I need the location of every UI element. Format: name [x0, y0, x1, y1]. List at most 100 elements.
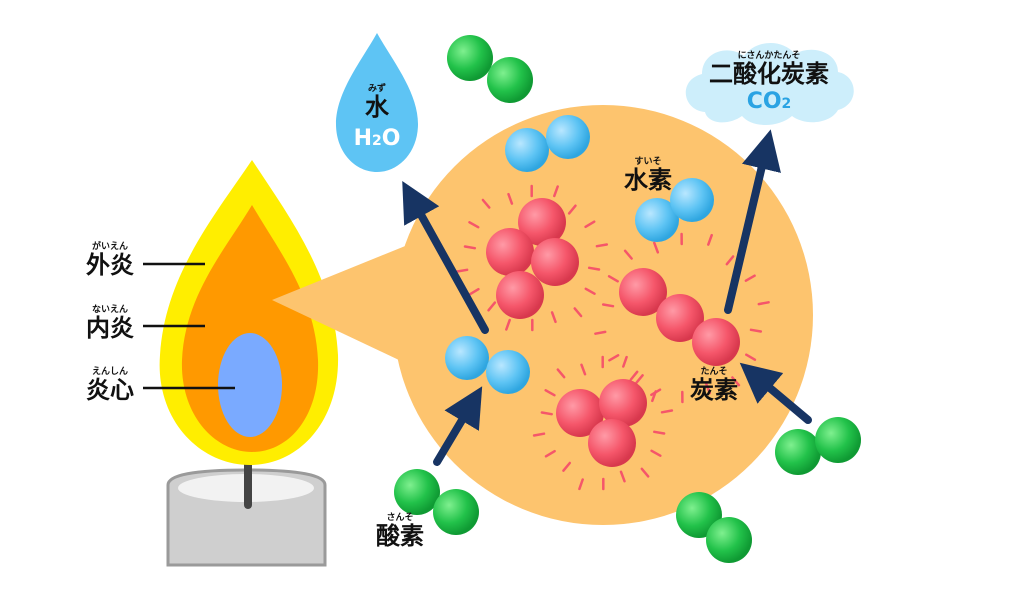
spark-dash [463, 245, 477, 250]
hydrogen-atom [445, 336, 489, 380]
spark-dash [550, 311, 557, 324]
carbon-atom [486, 228, 534, 276]
hydrogen-label: 水素 [624, 166, 672, 194]
co2-label: 二酸化炭素 [709, 60, 829, 88]
spark-dash [595, 243, 609, 248]
hydrogen-ruby: すいそ [634, 156, 661, 167]
spark-dash [650, 388, 662, 397]
hydrogen-atom [486, 350, 530, 394]
zoom-callout [272, 105, 813, 525]
carbon-atom [599, 379, 647, 427]
carbon-atom [656, 294, 704, 342]
co2-formula: CO2 [747, 89, 792, 114]
callout-pointer [272, 240, 420, 370]
hydrogen-molecule-bottom [445, 336, 530, 394]
hydrogen-molecule-top [505, 115, 590, 172]
oxygen-atom [487, 57, 533, 103]
spark-dash [629, 370, 639, 381]
hydrogen-atom [546, 115, 590, 159]
arrow-to-water [402, 181, 489, 334]
co2-ruby: にさんかたんそ [738, 50, 801, 61]
carbon-atom [518, 198, 566, 246]
spark-dash [567, 204, 577, 215]
oxygen-atom [447, 35, 493, 81]
carbon-cluster-top [486, 198, 579, 319]
spark-dash [580, 363, 587, 376]
spark-dash [556, 368, 566, 379]
oxygen-label: 酸素 [376, 522, 424, 550]
co2-cloud: にさんかたんそ 二酸化炭素 CO2 [685, 42, 854, 125]
carbon-cluster-bottom [556, 379, 647, 467]
spark-dash [578, 478, 584, 491]
oxygen-atom [433, 489, 479, 535]
water-drop-shape [336, 33, 418, 172]
spark-dash [650, 449, 662, 457]
spark-dash [584, 220, 596, 229]
ruby-outer: がいえん [92, 240, 128, 252]
spark-dash [707, 233, 713, 246]
spark-dash [553, 185, 559, 198]
flame-core [218, 333, 282, 437]
spark-dash [573, 307, 583, 318]
spark-dash [623, 249, 633, 260]
carbon-label: 炭素 [690, 376, 738, 404]
hydrogen-atom [635, 198, 679, 242]
oxygen-atom [706, 517, 752, 563]
spark-dash [532, 432, 546, 437]
water-drop: みず 水 H2O [336, 33, 418, 172]
label-carbon: たんそ 炭素 [690, 366, 738, 404]
hydrogen-molecule-right [635, 178, 714, 242]
oxygen-molecule-top [447, 35, 533, 103]
spark-dash [653, 241, 660, 254]
oxygen-atom [775, 429, 821, 475]
spark-dash [584, 287, 596, 295]
spark-dash [731, 376, 741, 387]
oxygen-atom [815, 417, 861, 463]
spark-dash [749, 328, 763, 333]
label-flame-core: えんしん 炎心 [86, 366, 235, 404]
oxygen-molecule-bottom-left [394, 469, 479, 535]
arrow-oxygen-in [433, 386, 483, 466]
hydrogen-atom [670, 178, 714, 222]
carbon-atom [692, 318, 740, 366]
text-core: 炎心 [86, 376, 134, 404]
spark-dash [562, 461, 572, 472]
reaction-sparks [455, 184, 770, 491]
spark-dash [619, 470, 626, 483]
text-outer: 外炎 [86, 251, 134, 279]
spark-dash [544, 449, 556, 458]
hydrogen-atom [505, 128, 549, 172]
spark-dash [455, 268, 469, 273]
spark-dash [468, 221, 480, 229]
spark-dash [481, 198, 491, 209]
spark-dash [607, 275, 619, 283]
spark-dash [725, 255, 735, 266]
label-oxygen: さんそ 酸素 [376, 512, 424, 550]
spark-dash [634, 374, 644, 385]
label-hydrogen: すいそ 水素 [624, 156, 672, 194]
co2-cloud-shape [685, 42, 854, 125]
label-inner-flame: ないえん 内炎 [86, 304, 205, 342]
spark-dash [601, 303, 615, 308]
spark-dash [745, 353, 757, 361]
oxygen-atom [394, 469, 440, 515]
flame-labels: がいえん 外炎 ないえん 内炎 えんしん 炎心 [86, 240, 235, 404]
spark-dash [594, 330, 607, 335]
spark-dash [653, 430, 666, 435]
carbon-atom [556, 389, 604, 437]
carbon-atom [496, 271, 544, 319]
flame-inner-layer [181, 205, 319, 452]
carbon-ruby: たんそ [700, 366, 727, 377]
water-ruby: みず [368, 82, 386, 94]
water-formula: H2O [354, 126, 401, 151]
spark-dash [622, 355, 628, 368]
spark-dash [757, 301, 770, 306]
spark-dash [587, 266, 601, 271]
arrows [402, 129, 812, 466]
oxygen-ruby: さんそ [386, 512, 413, 523]
spark-dash [487, 301, 497, 312]
text-inner: 内炎 [86, 314, 134, 342]
spark-dash [704, 382, 711, 395]
oxygen-molecule-right [775, 417, 861, 475]
